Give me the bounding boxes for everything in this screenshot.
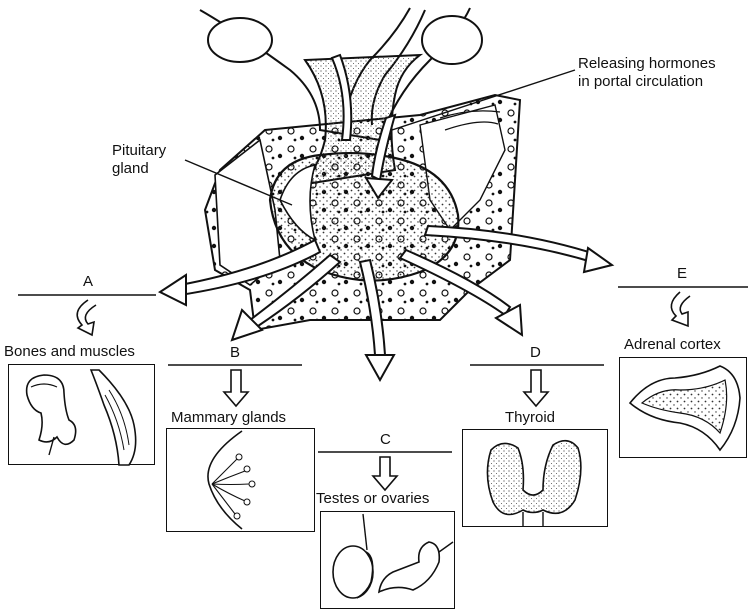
- releasing-leader-line: [391, 69, 576, 131]
- releasing-hormones-label: Releasing hormones in portal circulation: [578, 55, 716, 90]
- bone-muscle-illustration: [25, 369, 137, 466]
- gonads-panel: [320, 511, 455, 609]
- target-label-thyroid: Thyroid: [505, 409, 556, 426]
- adrenal-illustration: [628, 365, 741, 452]
- target-rule-e: [618, 286, 748, 328]
- thyroid-panel: [462, 429, 608, 527]
- mammary-glands-panel: [166, 428, 315, 532]
- thyroid-illustration: [486, 439, 582, 526]
- target-letter-e: E: [677, 265, 688, 282]
- target-letter-b: B: [230, 344, 241, 361]
- target-label-bones: Bones and muscles: [4, 343, 135, 360]
- gonads-illustration: [332, 513, 454, 599]
- target-label-adrenal: Adrenal cortex: [624, 336, 721, 353]
- pituitary-leader-line: [184, 159, 293, 206]
- target-rule-b: [168, 364, 302, 408]
- bones-muscles-panel: [8, 364, 155, 466]
- adrenal-cortex-panel: [619, 357, 747, 458]
- target-letter-d: D: [530, 344, 541, 361]
- target-letter-a: A: [83, 273, 94, 290]
- target-letter-c: C: [380, 431, 391, 448]
- mammary-illustration: [207, 430, 256, 530]
- target-rule-c: [318, 451, 452, 492]
- portal-vessels: [330, 53, 397, 200]
- pituitary-gland-label: Pituitary gland: [112, 142, 167, 177]
- target-rule-a: [18, 294, 156, 337]
- hormone-arrows: [157, 224, 615, 383]
- target-label-mammary: Mammary glands: [171, 409, 287, 426]
- target-label-gonads: Testes or ovaries: [316, 490, 430, 507]
- target-rule-d: [470, 364, 604, 408]
